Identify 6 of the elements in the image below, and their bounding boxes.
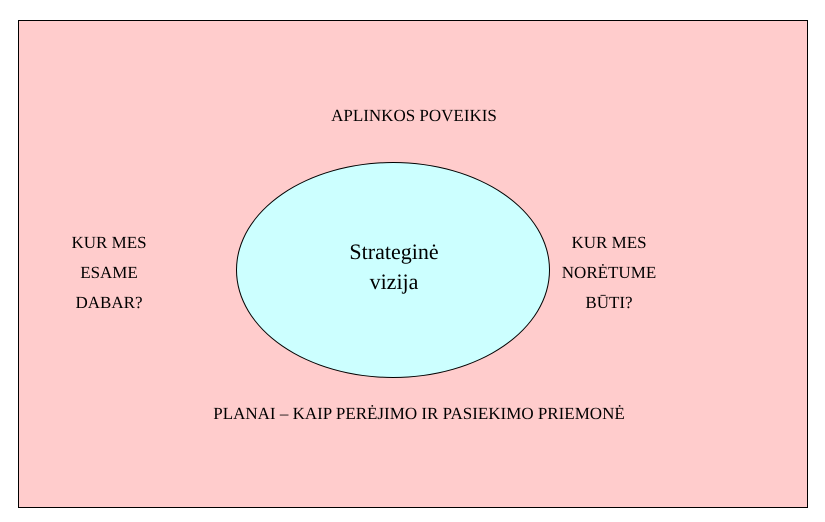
panel-background — [18, 20, 808, 508]
footer-text: PLANAI – KAIP PERĖJIMO IR PASIEKIMO PRIEMONĖ — [212, 403, 626, 425]
heading-text: APLINKOS POVEIKIS — [330, 105, 498, 127]
question-text: KUR MES NORĖTUME BŪTI? — [560, 232, 658, 314]
question-text: KUR MES ESAME DABAR? — [70, 232, 148, 314]
ellipse-label: Strateginė vizija — [348, 238, 440, 296]
